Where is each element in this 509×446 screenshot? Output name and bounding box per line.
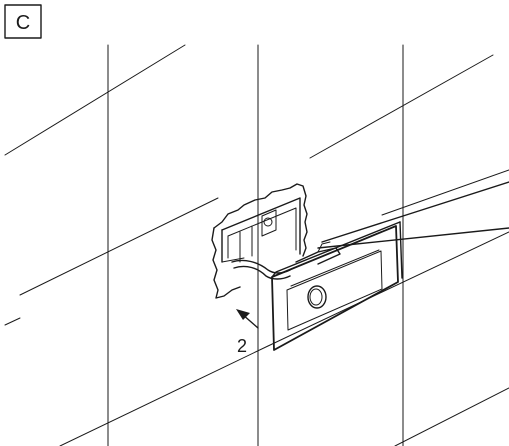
callout-number: 2 xyxy=(237,336,247,356)
panel-label-text: C xyxy=(16,12,30,34)
wall-opening xyxy=(211,183,308,299)
wall-tile-joints-vertical xyxy=(107,44,404,446)
leader-lines xyxy=(317,181,509,249)
flush-box xyxy=(221,197,301,263)
direction-arrow xyxy=(236,309,259,329)
panel-label: C xyxy=(4,4,42,39)
wall-tile-joints-diagonal xyxy=(4,44,509,446)
mounting-clip xyxy=(295,241,341,265)
actuator-plate xyxy=(271,221,403,351)
